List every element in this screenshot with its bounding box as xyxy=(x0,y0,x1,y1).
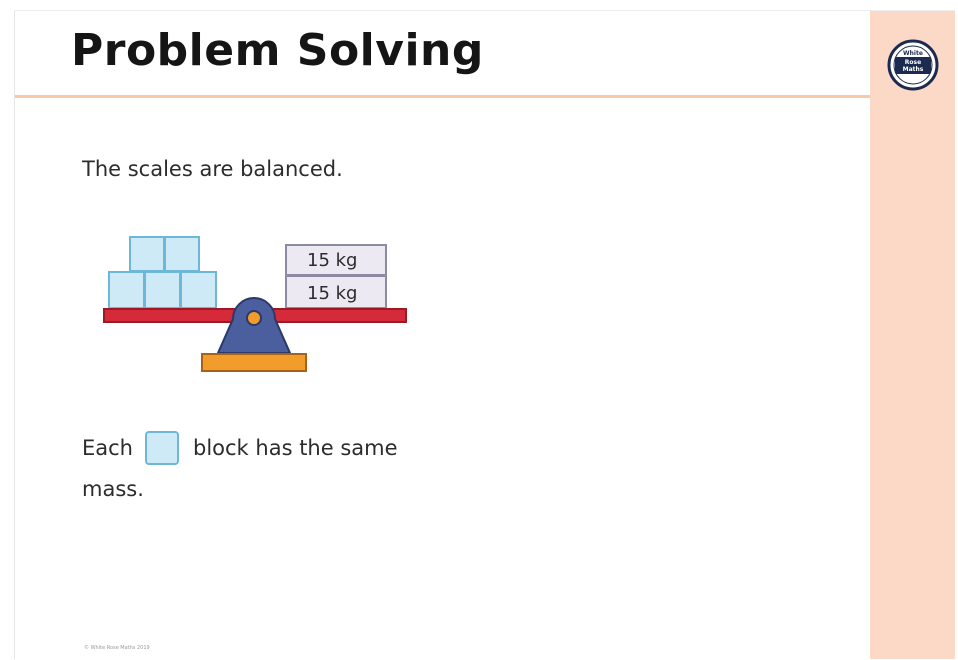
weight-label: 15 kg xyxy=(307,250,357,271)
each-block-continuation: mass. xyxy=(82,477,144,501)
slide-header: Problem Solving xyxy=(15,11,870,98)
cube-block xyxy=(164,236,200,272)
logo-text-line-1: White xyxy=(903,50,923,57)
weight-label: 15 kg xyxy=(307,283,357,304)
fulcrum-pivot xyxy=(246,310,262,326)
cube-block-icon xyxy=(145,431,179,465)
each-suffix-text: block has the same xyxy=(193,436,398,460)
cube-block xyxy=(144,271,181,309)
each-block-sentence: Each block has the same xyxy=(82,428,398,468)
scale-base xyxy=(201,353,307,372)
side-accent-band xyxy=(870,11,955,659)
each-prefix-text: Each xyxy=(82,436,133,460)
logo-text-line-2: Rose xyxy=(905,59,921,66)
copyright-footer: © White Rose Maths 2019 xyxy=(84,645,150,651)
cube-block xyxy=(108,271,145,309)
cube-block xyxy=(180,271,217,309)
weight-box xyxy=(285,275,387,309)
slide-title: Problem Solving xyxy=(71,25,484,76)
cube-block xyxy=(129,236,165,272)
white-rose-maths-logo: White Rose Maths xyxy=(887,39,939,91)
slide: Problem Solving White Rose Maths The sca… xyxy=(14,10,955,659)
balance-scale-illustration: 15 kg 15 kg xyxy=(103,236,407,372)
weight-box xyxy=(285,244,387,276)
logo-text-line-3: Maths xyxy=(903,66,924,73)
balance-statement: The scales are balanced. xyxy=(82,157,343,181)
